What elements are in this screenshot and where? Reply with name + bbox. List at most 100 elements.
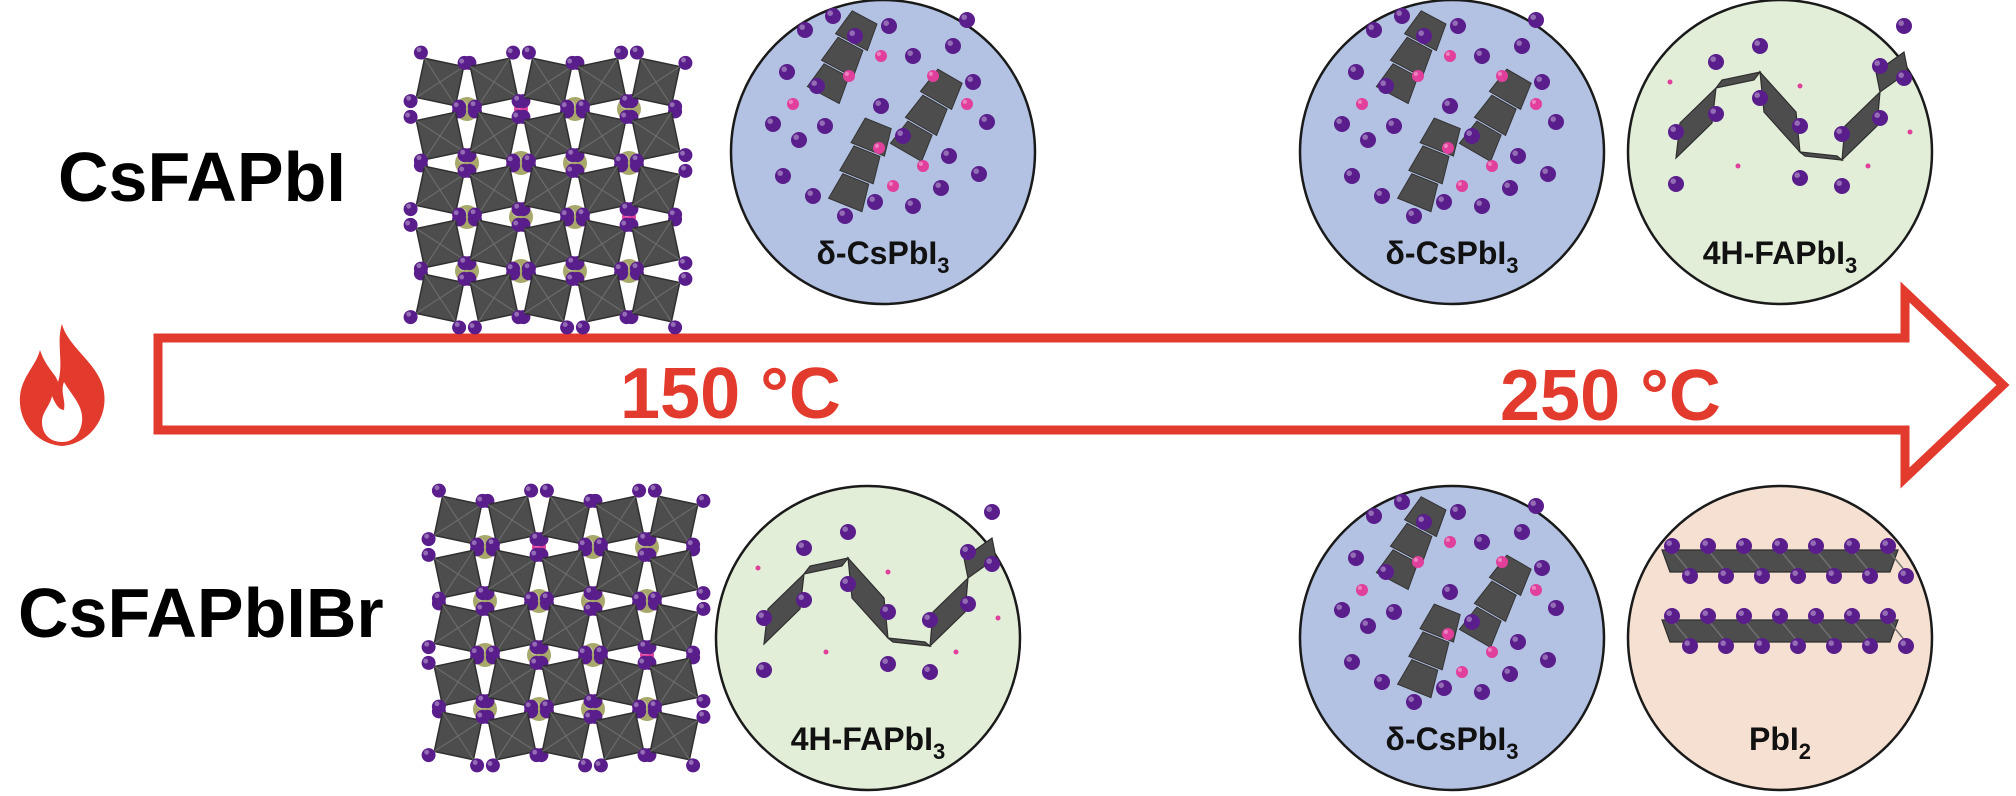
pbi6-octahedron bbox=[619, 261, 693, 335]
cs-cation bbox=[1486, 646, 1498, 658]
iodide-atom bbox=[1366, 22, 1382, 38]
phase-circle-row2-250-delta: δ-CsPbI3 bbox=[1298, 484, 1606, 792]
iodide-atom bbox=[1736, 538, 1752, 554]
iodide-atom bbox=[457, 55, 472, 70]
iodide-atom bbox=[668, 320, 683, 335]
iodide-atom bbox=[524, 591, 539, 606]
iodide-atom bbox=[1450, 504, 1466, 520]
iodide-atom bbox=[529, 748, 544, 763]
iodide-atom bbox=[565, 163, 580, 178]
iodide-atom bbox=[457, 148, 472, 163]
iodide-atom bbox=[1394, 8, 1410, 24]
iodide-atom bbox=[1898, 568, 1914, 584]
iodide-atom bbox=[797, 22, 813, 38]
iodide-atom bbox=[1528, 12, 1544, 28]
iodide-atom bbox=[1718, 568, 1734, 584]
iodide-atom bbox=[452, 320, 467, 335]
iodide-atom bbox=[1790, 638, 1806, 654]
iodide-atom bbox=[475, 694, 490, 709]
pbi6-octahedron bbox=[619, 99, 693, 173]
face-sharing-chain bbox=[1375, 496, 1447, 591]
phase-label-subscript: 3 bbox=[1506, 253, 1518, 278]
cs-cation bbox=[1412, 556, 1424, 568]
iodide-atom bbox=[1334, 602, 1350, 618]
iodide-atom bbox=[629, 45, 644, 60]
phase-label-subscript: 3 bbox=[937, 253, 949, 278]
phase-structure bbox=[1667, 18, 1913, 194]
cs-cation bbox=[1442, 142, 1454, 154]
iodide-atom bbox=[984, 556, 1000, 572]
iodide-atom bbox=[756, 610, 772, 626]
pbi6-octahedron bbox=[637, 645, 711, 719]
iodide-atom bbox=[959, 12, 975, 28]
cs-cation bbox=[961, 98, 973, 110]
iodide-atom bbox=[521, 261, 536, 276]
iodide-atom bbox=[945, 38, 961, 54]
iodide-atom bbox=[1700, 608, 1716, 624]
cs-cation bbox=[917, 160, 929, 172]
iodide-atom bbox=[1664, 608, 1680, 624]
iodide-atom bbox=[431, 591, 446, 606]
iodide-atom bbox=[1510, 148, 1526, 164]
iodide-atom bbox=[678, 148, 693, 163]
iodide-atom bbox=[539, 483, 554, 498]
iodide-atom bbox=[1792, 118, 1808, 134]
iodide-atom bbox=[583, 694, 598, 709]
iodide-atom bbox=[593, 645, 608, 660]
cs-cation bbox=[1456, 180, 1468, 192]
iodide-atom bbox=[1752, 90, 1768, 106]
iodide-atom bbox=[506, 153, 521, 168]
iodide-atom bbox=[1360, 132, 1376, 148]
iodide-atom bbox=[678, 163, 693, 178]
iodide-atom bbox=[452, 207, 467, 222]
iodide-atom bbox=[1834, 178, 1850, 194]
iodide-atom bbox=[1826, 638, 1842, 654]
iodide-atom bbox=[1344, 168, 1360, 184]
cs-cation bbox=[1496, 556, 1508, 568]
iodide-atom bbox=[1752, 38, 1768, 54]
iodide-atom bbox=[637, 748, 652, 763]
iodide-atom bbox=[1880, 538, 1896, 554]
cs-cation bbox=[887, 180, 899, 192]
cs-cation bbox=[1444, 50, 1456, 62]
iodide-atom bbox=[1844, 608, 1860, 624]
iodide-atom bbox=[560, 207, 575, 222]
phase-label-formula: δ-CsPbI bbox=[1386, 721, 1507, 757]
iodide-atom bbox=[880, 656, 896, 672]
iodide-atom bbox=[421, 748, 436, 763]
iodide-atom bbox=[1872, 110, 1888, 126]
phase-structure bbox=[1661, 538, 1914, 654]
phase-label-subscript: 2 bbox=[1799, 739, 1811, 764]
iodide-atom bbox=[524, 699, 539, 714]
iodide-atom bbox=[619, 109, 634, 124]
iodide-atom bbox=[941, 148, 957, 164]
cs-cation bbox=[875, 50, 887, 62]
iodide-atom bbox=[791, 132, 807, 148]
pbi6-octahedron bbox=[637, 699, 711, 773]
iodide-atom bbox=[475, 601, 490, 616]
iodide-atom bbox=[765, 116, 781, 132]
iodide-atom bbox=[529, 655, 544, 670]
iodide-atom bbox=[421, 532, 436, 547]
iodide-atom bbox=[1668, 176, 1684, 192]
iodide-atom bbox=[922, 664, 938, 680]
iodide-atom bbox=[619, 94, 634, 109]
phase-circle-row1-150: δ-CsPbI3 bbox=[729, 0, 1037, 306]
phase-label-formula: δ-CsPbI bbox=[817, 235, 938, 271]
iodide-atom bbox=[560, 320, 575, 335]
iodide-atom bbox=[1862, 638, 1878, 654]
iodide-atom bbox=[1344, 654, 1360, 670]
iodide-atom bbox=[1474, 534, 1490, 550]
iodide-atom bbox=[1898, 638, 1914, 654]
iodide-atom bbox=[457, 271, 472, 286]
iodide-atom bbox=[1514, 524, 1530, 540]
perovskite-lattice-csfapbibr bbox=[421, 483, 711, 773]
iodide-atom bbox=[583, 493, 598, 508]
phase-label-formula: 4H-FAPbI bbox=[1703, 235, 1845, 271]
cs-cation bbox=[1356, 98, 1368, 110]
iodide-atom bbox=[629, 153, 644, 168]
iodide-atom bbox=[1534, 560, 1550, 576]
iodide-atom bbox=[521, 153, 536, 168]
iodide-atom bbox=[984, 504, 1000, 520]
iodide-atom bbox=[933, 180, 949, 196]
